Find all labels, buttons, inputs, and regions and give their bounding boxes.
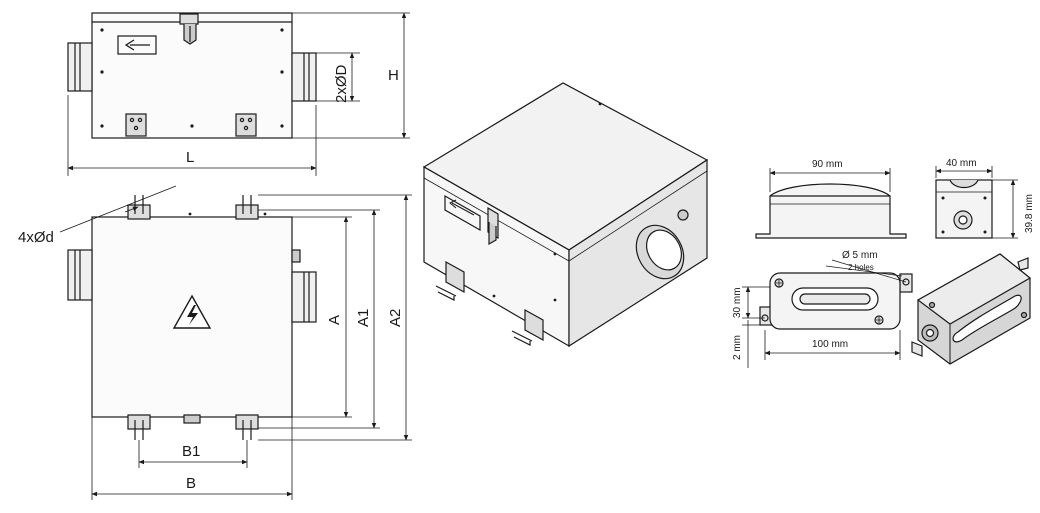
dim-2xD [316, 52, 360, 102]
iso-airflow-arrow-icon [444, 194, 481, 232]
label-4xd: 4xØd [18, 229, 54, 246]
dim-A1 [258, 209, 380, 429]
dim-L [67, 95, 317, 176]
label-A2: A2 [387, 309, 404, 327]
controlbox-top-view [742, 259, 913, 368]
front-right-duct [291, 52, 317, 102]
label-hole-diameter: Ø 5 mm [842, 250, 878, 261]
screw-icons [774, 278, 884, 325]
top-left-duct [67, 249, 93, 301]
isometric-view [422, 82, 709, 348]
iso-duct-outlet [635, 224, 685, 280]
label-H: H [388, 67, 399, 84]
dim-H [292, 12, 410, 139]
dim-height [992, 179, 1018, 239]
label-A1: A1 [355, 309, 372, 327]
electrical-warning-icon [172, 294, 212, 329]
label-B: B [186, 475, 196, 492]
iso-cable-gland [677, 209, 689, 221]
label-offset: 2 mm [732, 335, 743, 360]
side-cable-gland [291, 249, 301, 263]
label-length: 100 mm [812, 339, 848, 350]
front-bolts [100, 28, 284, 128]
top-view [59, 185, 412, 500]
top-brackets-upper [127, 195, 259, 220]
holes-leader [59, 185, 177, 233]
lid-latch-icon [179, 13, 199, 45]
dim-offset [742, 320, 760, 368]
iso-mount-brackets [435, 260, 544, 346]
dim-hole [825, 259, 907, 283]
dim-width [769, 168, 891, 192]
iso-bolts [492, 102, 602, 302]
label-depth: 40 mm [946, 158, 977, 169]
top-brackets-lower [127, 414, 259, 440]
label-L: L [186, 149, 194, 166]
label-B1: B1 [182, 443, 200, 460]
label-height: 39.8 mm [1024, 194, 1035, 233]
controlbox-side-view [935, 166, 1018, 239]
dim-mount-height [742, 286, 770, 319]
top-right-duct [291, 271, 317, 323]
controlbox-front-view [755, 168, 907, 239]
label-A: A [326, 315, 343, 325]
airflow-arrow-icon [117, 35, 157, 55]
front-left-duct [67, 42, 93, 92]
label-2xD: 2xØD [333, 64, 350, 103]
label-width: 90 mm [812, 159, 843, 170]
dim-B1 [138, 440, 248, 468]
front-view [67, 12, 410, 176]
controlbox-3d-view [911, 253, 1032, 365]
dim-A [292, 216, 352, 418]
front-mount-brackets [125, 113, 257, 137]
dim-length [764, 330, 901, 360]
label-mount-height: 30 mm [732, 287, 743, 318]
dim-A2 [258, 194, 412, 441]
dim-depth [935, 166, 993, 178]
iso-lid-latch-icon [487, 206, 499, 246]
dim-B [91, 417, 293, 500]
top-bolts [188, 212, 267, 216]
label-hole-count: 2 holes [848, 263, 874, 272]
